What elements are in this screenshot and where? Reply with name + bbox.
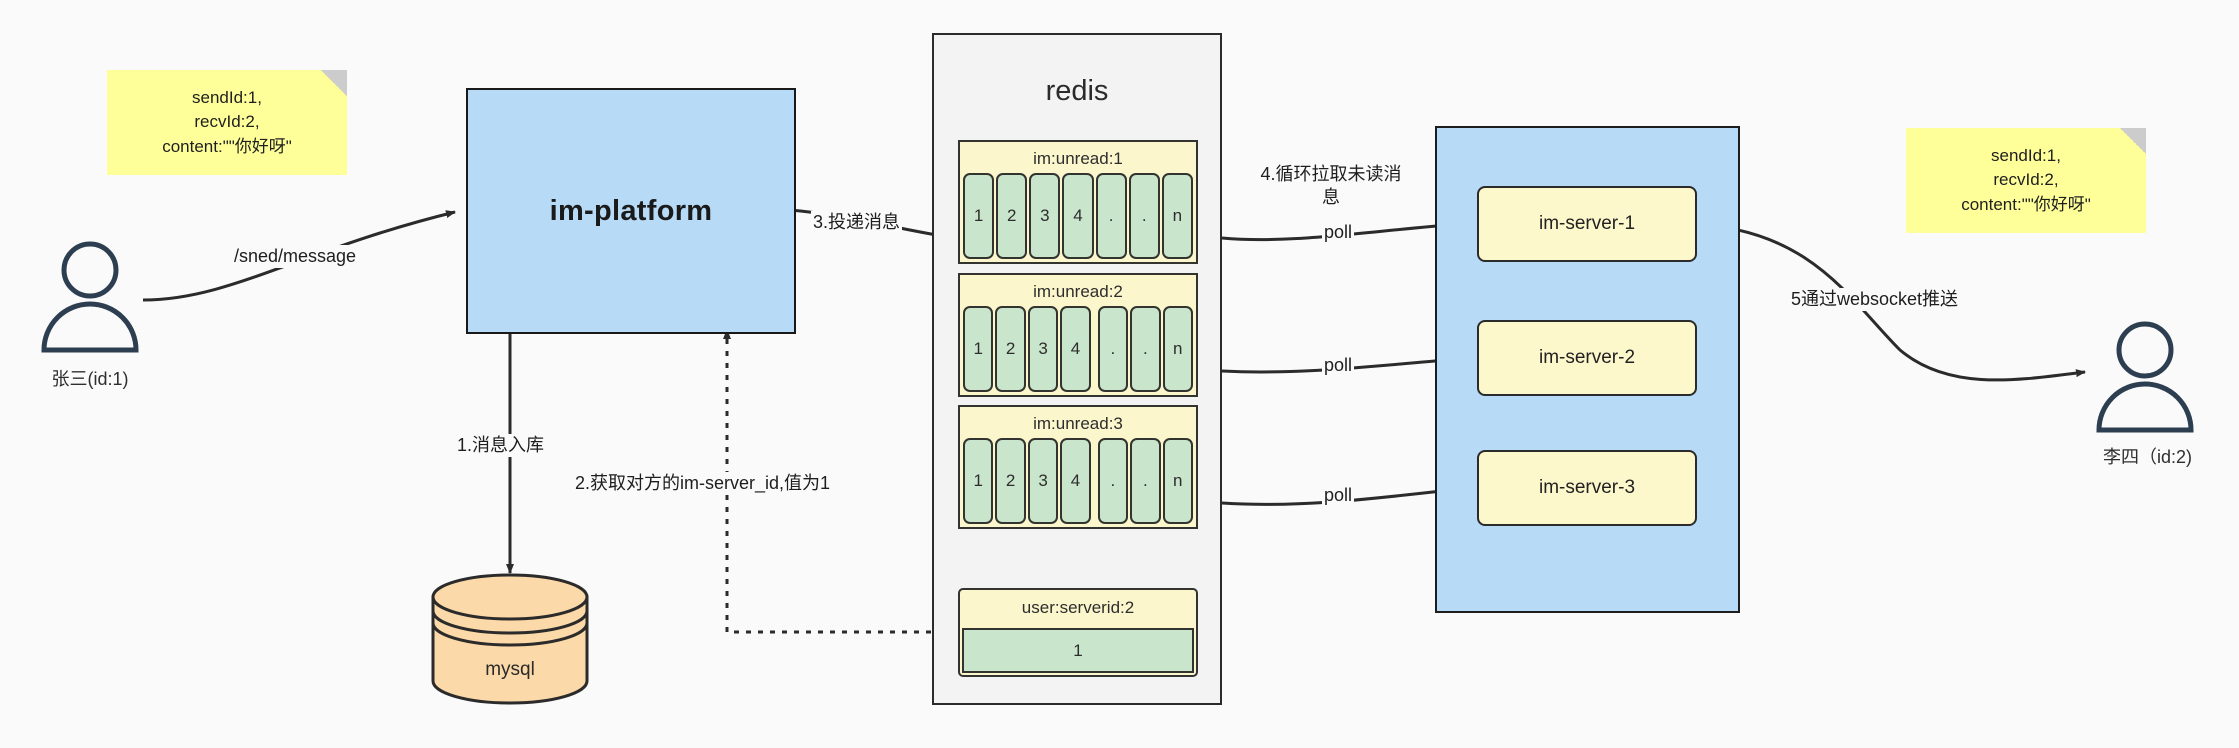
- list-cell: .: [1130, 438, 1161, 524]
- database-cylinder-icon: [431, 573, 589, 705]
- person-icon: [41, 241, 139, 353]
- im-server-3-label: im-server-3: [1538, 477, 1636, 498]
- list-cell: n: [1162, 438, 1193, 524]
- list-cell: 2: [996, 173, 1028, 259]
- redis-key-im-unread-1[interactable]: im:unread:1 1 2 3 4 . . n: [958, 140, 1198, 264]
- mysql-label: mysql: [485, 659, 535, 680]
- list-cell: 4: [1060, 306, 1091, 392]
- actor-receiver-label: 李四（id:2): [2102, 447, 2192, 467]
- list-cell: 4: [1060, 438, 1091, 524]
- note-text: sendId:1, recvId:2, content:""你好呀": [1961, 146, 2091, 214]
- list-cell: 1: [963, 438, 994, 524]
- list-cell: .: [1097, 306, 1129, 392]
- redis-key-name: im:unread:2: [1033, 282, 1123, 301]
- redis-key-name: im:unread:3: [1033, 414, 1123, 433]
- edge-label-step3: 3.投递消息: [811, 211, 903, 235]
- list-cell: n: [1161, 173, 1193, 259]
- list-cell: .: [1095, 173, 1127, 259]
- list-cell: n: [1162, 306, 1193, 392]
- actor-sender-label: 张三(id:1): [51, 369, 129, 389]
- im-platform-box[interactable]: im-platform: [466, 88, 796, 334]
- redis-list-cells: 1 2 3 4 . . n: [963, 173, 1193, 259]
- actor-receiver: [2085, 320, 2205, 440]
- list-cell: .: [1128, 173, 1160, 259]
- person-icon: [2096, 321, 2194, 433]
- edge-label-poll-3: poll: [1322, 484, 1355, 508]
- list-cell: 3: [1027, 438, 1059, 524]
- redis-key-user-serverid[interactable]: user:serverid:2 1: [958, 588, 1198, 677]
- list-cell: 4: [1062, 173, 1094, 259]
- list-cell: 2: [995, 438, 1026, 524]
- edge-label-poll-1: poll: [1322, 221, 1355, 245]
- im-platform-label: im-platform: [549, 194, 713, 227]
- redis-key-name: im:unread:1: [1033, 149, 1123, 168]
- redis-key-value: 1: [962, 628, 1194, 673]
- list-cell: 2: [995, 306, 1026, 392]
- edge-label-poll-2: poll: [1322, 354, 1355, 378]
- edge-label-step2: 2.获取对方的im-server_id,值为1: [573, 472, 833, 496]
- redis-title: redis: [1045, 75, 1109, 107]
- edge-label-step1: 1.消息入库: [455, 434, 547, 458]
- im-server-2-label: im-server-2: [1538, 347, 1636, 368]
- edge-label-step4: 4.循环拉取未读消息: [1253, 163, 1409, 210]
- list-cell: .: [1097, 438, 1129, 524]
- im-server-3-box[interactable]: im-server-3: [1477, 450, 1697, 526]
- message-payload-note-left: sendId:1, recvId:2, content:""你好呀": [107, 70, 347, 175]
- mysql-database[interactable]: mysql: [430, 573, 590, 710]
- list-cell: 3: [1029, 173, 1061, 259]
- actor-sender: [30, 240, 150, 360]
- list-cell: 1: [963, 173, 995, 259]
- redis-key-im-unread-3[interactable]: im:unread:3 1 2 3 4 . . n: [958, 405, 1198, 529]
- edge-label-step5: 5通过websocket推送: [1789, 288, 1961, 312]
- im-server-1-box[interactable]: im-server-1: [1477, 186, 1697, 262]
- note-text: sendId:1, recvId:2, content:""你好呀": [162, 88, 292, 156]
- message-payload-note-right: sendId:1, recvId:2, content:""你好呀": [1906, 128, 2146, 233]
- note-fold-icon: [2120, 128, 2146, 154]
- list-cell: 1: [963, 306, 994, 392]
- redis-key-im-unread-2[interactable]: im:unread:2 1 2 3 4 . . n: [958, 273, 1198, 397]
- edge-label-send-message: /sned/message: [232, 245, 359, 269]
- redis-list-cells: 1 2 3 4 . . n: [963, 306, 1193, 392]
- list-cell: .: [1130, 306, 1161, 392]
- redis-list-cells: 1 2 3 4 . . n: [963, 438, 1193, 524]
- redis-key-name: user:serverid:2: [1021, 598, 1135, 617]
- note-fold-icon: [321, 70, 347, 96]
- im-server-1-label: im-server-1: [1538, 213, 1636, 234]
- im-server-2-box[interactable]: im-server-2: [1477, 320, 1697, 396]
- list-cell: 3: [1027, 306, 1059, 392]
